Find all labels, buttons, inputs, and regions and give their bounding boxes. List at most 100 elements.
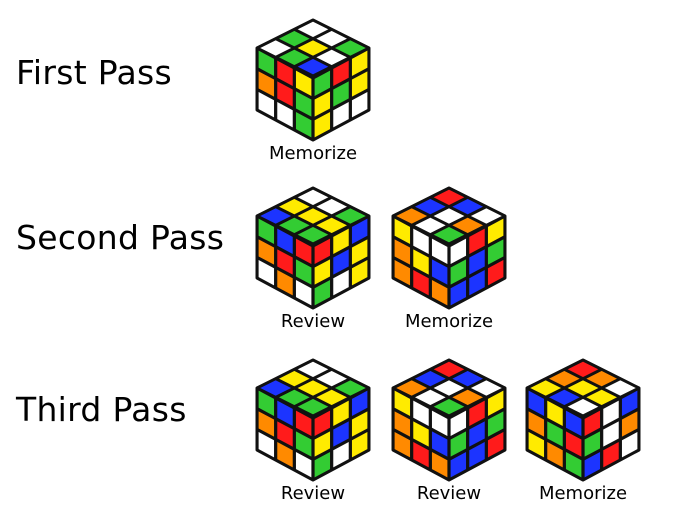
cube-sticker-left [295, 69, 312, 97]
cube-sticker-top [451, 370, 485, 387]
cube-sticker-left [565, 409, 582, 437]
cube-sticker-left [295, 237, 312, 265]
cube-sticker-right [314, 258, 331, 286]
cube-sticker-top [395, 379, 429, 397]
cube-sticker-left [258, 238, 275, 266]
cube-sticker-left [394, 389, 411, 417]
cube-sticker-top [432, 189, 466, 206]
cube-caption-memorize: Memorize [268, 143, 358, 164]
cube-sticker-left [431, 451, 448, 479]
cube-sticker-right [602, 399, 620, 427]
cube-sticker-right [584, 409, 601, 437]
cube-sticker-top [566, 379, 600, 397]
cube-sticker-right [351, 70, 368, 98]
cube-sticker-right [314, 69, 331, 97]
cube-sticker-left [412, 441, 430, 469]
cube-sticker-left [295, 258, 312, 286]
cube-sticker-top [259, 207, 293, 225]
cube-sticker-left [412, 269, 430, 297]
cube-sticker-left [258, 217, 275, 245]
cube-sticker-top [315, 30, 349, 47]
cube-sticker-right [487, 259, 504, 287]
cube-sticker-right [314, 111, 331, 139]
cube-sticker-left [295, 111, 312, 139]
cube-sticker-left [258, 91, 275, 119]
cube-sticker-top [296, 226, 330, 243]
cube-sticker-left [394, 410, 411, 438]
cube-sticker-right [450, 409, 467, 437]
cube-sticker-left [258, 70, 275, 98]
cube-sticker-right [351, 238, 368, 266]
cube-sticker-left [295, 90, 312, 118]
cube-sticker-right [351, 217, 368, 245]
cube-sticker-top [315, 389, 349, 406]
cube-sticker-top [585, 389, 619, 406]
cube-sticker-top [296, 398, 330, 415]
cube-sticker-right [621, 389, 638, 417]
cube-sticker-top [585, 370, 619, 387]
cube-sticker-top [413, 217, 447, 234]
cube-sticker-top [395, 207, 429, 225]
cube-sticker-left [295, 279, 312, 307]
cube-sticker-top [333, 207, 367, 225]
cube-sticker-left [276, 248, 294, 276]
cube-sticker-left [546, 420, 564, 448]
cube-sticker-left [565, 430, 582, 458]
cube-sticker-top [432, 226, 466, 243]
cube-sticker-top [432, 398, 466, 415]
cube-sticker-right [450, 430, 467, 458]
cube-sticker-left [276, 80, 294, 108]
pass-label-first: First Pass [16, 53, 172, 92]
cube-sticker-right [468, 420, 486, 448]
cube-sticker-left [258, 431, 275, 459]
cube-sticker-top [432, 379, 466, 397]
cube-sticker-right [450, 279, 467, 307]
cube-caption-review: Review [280, 311, 346, 332]
cube-sticker-left [258, 389, 275, 417]
rubiks-cube-icon [255, 358, 371, 482]
cube-item: Review [253, 184, 373, 332]
cube-sticker-top [277, 389, 311, 406]
cube-sticker-right [450, 237, 467, 265]
cube-sticker-left [528, 389, 545, 417]
cube-sticker-left [276, 399, 294, 427]
cube-sticker-left [412, 420, 430, 448]
cube-sticker-top [333, 39, 367, 57]
cube-sticker-top [277, 370, 311, 387]
cube-sticker-top [277, 49, 311, 66]
cube-sticker-left [565, 451, 582, 479]
cube-sticker-top [296, 189, 330, 206]
cube-sticker-top [333, 379, 367, 397]
cube-sticker-right [351, 410, 368, 438]
cube-item: Memorize [523, 356, 643, 504]
cube-item: Review [389, 356, 509, 504]
cube-sticker-right [468, 269, 486, 297]
cube-sticker-top [259, 379, 293, 397]
cube-sticker-right [487, 431, 504, 459]
rubiks-cube-icon [255, 186, 371, 310]
cube-sticker-right [468, 248, 486, 276]
cube-caption-review: Review [280, 483, 346, 504]
cube-sticker-right [602, 441, 620, 469]
cube-sticker-left [258, 259, 275, 287]
cube-sticker-left [394, 259, 411, 287]
cube-sticker-top [315, 370, 349, 387]
cube-sticker-left [412, 227, 430, 255]
cube-sticker-right [450, 258, 467, 286]
cube-sticker-top [315, 49, 349, 66]
cube-item: Memorize [389, 184, 509, 332]
cube-item: Memorize [253, 16, 373, 164]
cube-sticker-left [394, 217, 411, 245]
cube-sticker-left [295, 430, 312, 458]
cube-sticker-left [295, 409, 312, 437]
cube-sticker-top [566, 361, 600, 378]
cube-sticker-left [295, 451, 312, 479]
rubiks-cube-icon [525, 358, 641, 482]
cube-sticker-right [487, 389, 504, 417]
cube-sticker-left [546, 441, 564, 469]
cube-sticker-top [469, 379, 503, 397]
cube-sticker-right [332, 101, 350, 129]
cube-sticker-top [547, 370, 581, 387]
cube-sticker-right [314, 279, 331, 307]
cube-sticker-right [351, 389, 368, 417]
